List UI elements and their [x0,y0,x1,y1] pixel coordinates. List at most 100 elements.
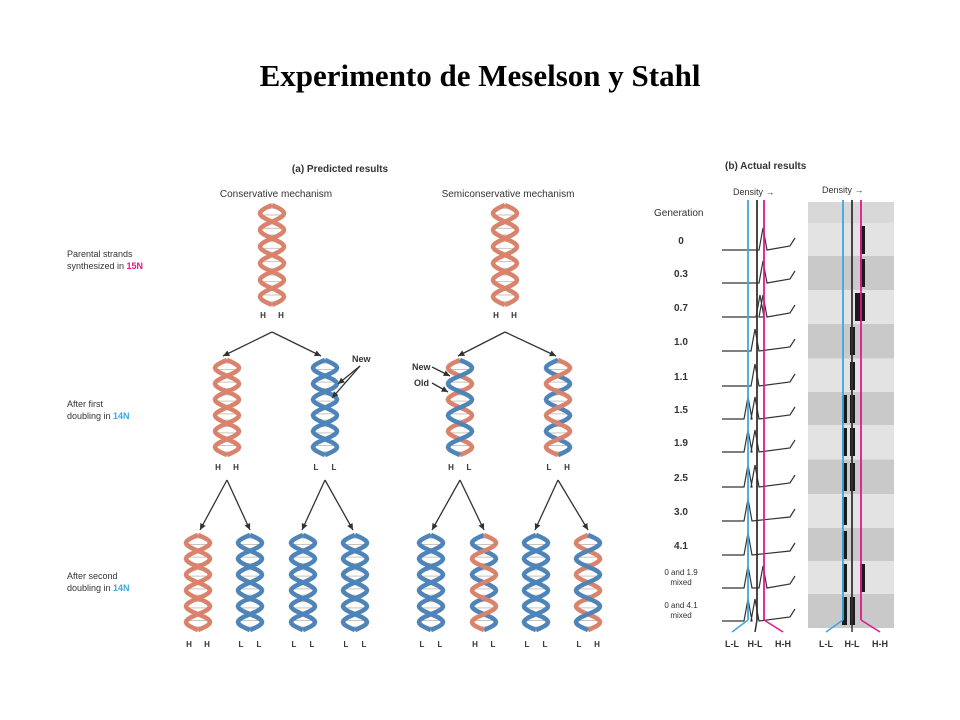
new-strand-label-right: New [412,362,432,372]
trace-bottom-label-1: H-L [748,639,763,649]
strand-a [416,532,446,633]
gel-band [842,497,847,525]
density-trace-5 [722,396,796,420]
semi-g1-letters-2-left: L [547,463,552,472]
gel-bottom-label-1: H-L [845,639,860,649]
strand-a [490,202,520,308]
density-trace-9 [722,532,796,556]
generation-label-8-0: 3.0 [674,507,688,518]
generation-label-0-0: 0 [678,236,684,247]
gel-band [855,293,860,321]
gel-band [860,259,865,287]
gel-row-10 [808,561,894,595]
gel-band [842,564,847,592]
trace-bottom-leader-0 [731,619,749,633]
semi-arrow-2 [504,331,557,357]
semi-arrow-6 [557,479,589,531]
generation-label-9-0: 4.1 [674,541,688,552]
page-title: Experimento de Meselson y Stahl [259,58,701,93]
gel-band [842,531,847,559]
semi-g2-letters-1-left: L [420,640,425,649]
cons-g2-letters-4-right: L [362,640,367,649]
generation-label-11-1: mixed [670,611,691,620]
cons-arrow-2 [271,331,322,357]
gel-band [860,293,865,321]
generation-label-7-0: 2.5 [674,473,688,484]
row-second-doubling-isotope: 14N [113,583,130,593]
generation-label-6-0: 1.9 [674,438,688,449]
row-first-doubling-isotope: 14N [113,411,130,421]
gel-bottom-leader-2 [860,619,881,633]
strand-a [521,532,551,633]
density-trace-2 [722,294,796,318]
density-trace-10 [722,565,796,589]
strand-a [183,532,213,633]
strand-a [340,532,370,633]
strand-a [573,532,603,633]
semi-g2-letters-4-left: L [577,640,582,649]
cons-g2-helix-1 [183,532,213,633]
cons-g2-letters-3-right: L [310,640,315,649]
strand-a [469,532,499,633]
generation-header: Generation [654,208,703,219]
density-trace-1 [722,260,796,284]
semi-parent-helix [490,202,520,308]
semi-arrow-4 [459,479,485,531]
row-parental-isotope: 15N [127,261,144,271]
semi-parent-letters-left: H [493,311,499,320]
cons-g1-helix-1 [212,357,242,458]
semi-g1-helix-1 [445,357,475,458]
gel-band [842,395,847,423]
actual-results-heading: (b) Actual results [725,161,807,172]
conservative-mechanism-label: Conservative mechanism [220,189,332,200]
strand-a [543,357,573,458]
cons-g2-letters-4-left: L [344,640,349,649]
semi-g2-letters-4-right: H [594,640,600,649]
gel-bottom-label-2: H-H [872,639,888,649]
gel-bottom-leader-0 [825,619,844,633]
strand-a [310,357,340,458]
semi-g2-letters-1-right: L [438,640,443,649]
gel-row-2 [808,290,894,324]
semi-g1-helix-2 [543,357,573,458]
strand-a [445,357,475,458]
trace-bottom-label-2: H-H [775,639,791,649]
cons-g2-letters-1-right: H [204,640,210,649]
gel-band [842,428,847,456]
strand-a [235,532,265,633]
cons-arrow-3 [199,479,228,531]
old-pointer [431,382,449,393]
row-parental-line1: Parental strands [67,249,133,259]
gel-band [842,463,847,491]
cons-g2-helix-2 [235,532,265,633]
gel-band [842,597,847,625]
cons-g1-letters-1-right: H [233,463,239,472]
semi-arrow-1 [457,331,506,357]
density-trace-11 [722,598,796,622]
cons-g1-helix-2 [310,357,340,458]
old-strand-label: Old [414,378,429,388]
gel-row-8 [808,494,894,528]
semi-g2-letters-2-right: L [491,640,496,649]
density-trace-3 [722,328,796,352]
semi-arrow-3 [431,479,461,531]
cons-g2-letters-3-left: L [292,640,297,649]
strand-a [212,357,242,458]
generation-label-5-0: 1.5 [674,405,688,416]
cons-g1-letters-2-right: L [332,463,337,472]
generation-label-4-0: 1.1 [674,372,688,383]
semi-g2-letters-2-left: H [472,640,478,649]
generation-label-3-0: 1.0 [674,337,688,348]
semi-g1-letters-1-right: L [467,463,472,472]
cons-g1-letters-1-left: H [215,463,221,472]
cons-parent-helix [257,202,287,308]
generation-label-10-1: mixed [670,578,691,587]
semi-g2-letters-3-right: L [543,640,548,649]
trace-bottom-leader-1 [754,619,758,633]
semi-g1-letters-2-right: H [564,463,570,472]
density-trace-0 [722,227,796,251]
cons-g2-helix-3 [288,532,318,633]
cons-g2-letters-2-left: L [239,640,244,649]
